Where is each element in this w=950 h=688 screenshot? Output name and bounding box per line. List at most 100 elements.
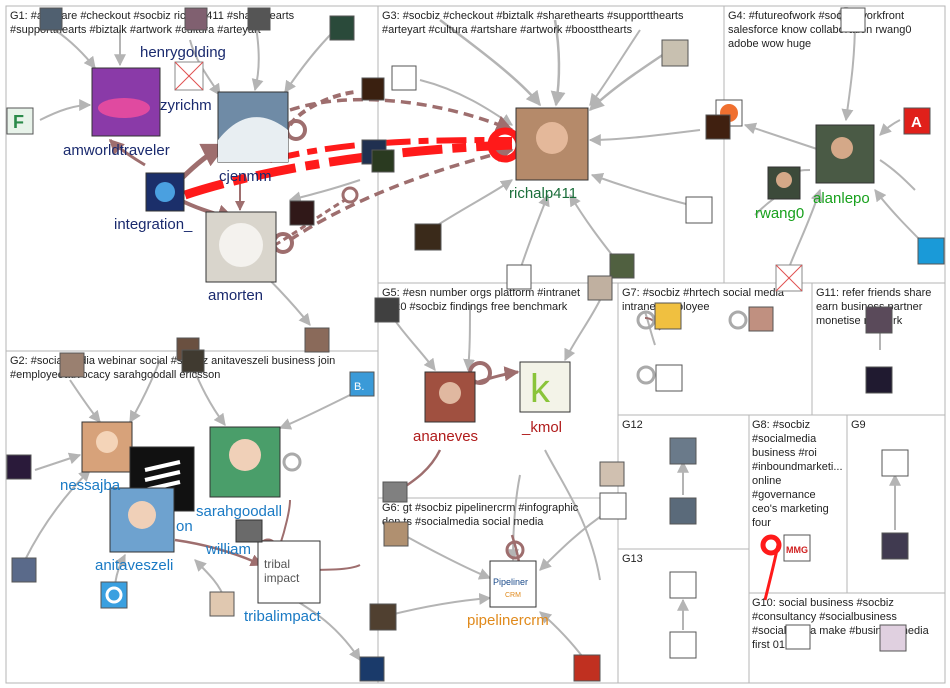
kmol-logo-text: k — [530, 367, 551, 411]
group-label-g5: #e20 #socbiz findings free benchmark — [382, 301, 568, 313]
pipelinercrm-logo — [489, 560, 537, 608]
group-label-g8: ceo's marketing — [752, 503, 829, 515]
node-thumb — [599, 492, 627, 520]
label-alanlepo: alanlepo — [813, 190, 870, 207]
group-label-g13: G13 — [622, 553, 643, 565]
label-pipelinercrm: pipelinercrm — [467, 612, 549, 629]
node-thumb — [587, 275, 613, 301]
group-label-g8: #socialmedia — [752, 433, 817, 445]
group-label-g4: G4: #futureofwork #socbiz workfront — [728, 10, 904, 22]
node-thumb — [785, 624, 811, 650]
node-thumb — [329, 15, 355, 41]
node-thumb — [382, 481, 408, 503]
node-thumb — [685, 196, 713, 224]
label-anitaveszeli: anitaveszeli — [95, 557, 173, 574]
group-label-g8: business #roi — [752, 447, 817, 459]
group-box-g10 — [748, 592, 946, 684]
group-label-g6: G6: gt #socbiz pipelinercrm #infographic — [382, 502, 579, 514]
node-thumb — [506, 264, 532, 290]
label-richalp411: richalp411 — [509, 185, 577, 202]
node-thumb — [247, 7, 271, 31]
node-thumb — [414, 223, 442, 251]
node-thumb — [100, 581, 128, 609]
label-amworldtraveler: amworldtraveler — [63, 142, 170, 159]
node-thumb — [391, 65, 417, 91]
group-label-g5: G5: #esn number orgs platform #intranet — [382, 287, 580, 299]
node-thumb — [383, 521, 409, 547]
node-thumb — [865, 366, 893, 394]
group-label-g7: G7: #socbiz #hrtech social media — [622, 287, 785, 299]
edges — [24, 19, 931, 661]
node-thumb — [705, 114, 731, 140]
node-thumb — [654, 302, 682, 330]
group-box-g5 — [377, 282, 619, 499]
label-ericsson: on — [176, 518, 193, 535]
group-label-g10: G10: social business #socbiz — [752, 597, 894, 609]
vertex-labels: henrygolding zyrichm amworldtraveler cje… — [60, 44, 870, 629]
node-thumb — [289, 200, 315, 226]
crm-logo-text: CRM — [505, 592, 521, 599]
node-thumb — [881, 449, 909, 477]
label-nessajba: nessajba — [60, 477, 121, 494]
node-thumb — [669, 437, 697, 465]
group-label-g8: #inboundmarketi... — [752, 461, 843, 473]
group-label-g9: G9 — [851, 419, 866, 431]
group-label-g8: four — [752, 517, 771, 529]
group-label-g1: G1: #artshare #checkout #socbiz richalp4… — [10, 10, 295, 22]
william-avatar — [235, 519, 263, 543]
group-label-g3: G3: #socbiz #checkout #biztalk #sharethe… — [382, 10, 684, 22]
group-label-g4: adobe wow huge — [728, 38, 811, 50]
group-box-g2 — [5, 350, 379, 684]
node-thumb — [881, 532, 909, 560]
impact-logo-text: impact — [264, 571, 300, 585]
adobe-logo — [903, 107, 931, 135]
group-label-g12: G12 — [622, 419, 643, 431]
label-amorten: amorten — [208, 287, 263, 304]
adobe-logo-text: A — [911, 114, 922, 131]
label-kmol: _kmol — [521, 419, 562, 436]
label-zyrichm: zyrichm — [160, 97, 212, 114]
node-thumb — [59, 352, 85, 378]
node-thumb — [599, 461, 625, 487]
label-rwang0: rwang0 — [755, 205, 804, 222]
node-thumb — [11, 557, 37, 583]
node-thumb — [181, 349, 205, 373]
node-thumb — [374, 297, 400, 323]
node-thumb — [6, 454, 32, 480]
node-thumb — [661, 39, 689, 67]
node-thumb — [879, 624, 907, 652]
b-badge-text: B. — [354, 381, 364, 393]
node-thumb — [184, 7, 208, 31]
group-label-g6: don ts #socialmedia social media — [382, 516, 544, 528]
node-thumb — [6, 107, 34, 135]
group-label-g11: G11: refer friends share — [816, 287, 931, 299]
group-label-g3: #arteyart #cultura #artshare #artwork #b… — [382, 24, 633, 36]
node-thumb — [669, 497, 697, 525]
node-thumb — [369, 603, 397, 631]
node-thumb — [359, 656, 385, 682]
label-tribalimpact: tribalimpact — [244, 608, 322, 625]
group-label-g4: salesforce know collaboration rwang0 — [728, 24, 911, 36]
label-sarahgoodall: sarahgoodall — [196, 503, 282, 520]
group-label-g8: G8: #socbiz — [752, 419, 810, 431]
group-label-g8: online — [752, 475, 781, 487]
small-thumbnails: F B. A — [6, 7, 945, 682]
node-thumb — [361, 77, 385, 101]
group-label-g10: #consultancy #socialbusiness — [752, 611, 897, 623]
mmg-logo — [783, 534, 811, 562]
node-thumb — [349, 371, 375, 397]
label-ananeves: ananeves — [413, 428, 478, 445]
label-william: william — [205, 541, 251, 558]
node-thumb — [669, 571, 697, 599]
mmg-logo-text: MMG — [786, 545, 808, 555]
node-thumb — [655, 364, 683, 392]
group-label-g8: #governance — [752, 489, 816, 501]
pipeliner-logo-text: Pipeliner — [493, 577, 528, 587]
tribalimpact-logo — [257, 540, 321, 604]
node-thumb — [840, 7, 866, 33]
node-thumb — [865, 306, 893, 334]
node-thumb — [748, 306, 774, 332]
big-thumbnails: k tribal impact Pipeliner CRM — [81, 67, 875, 608]
node-thumb — [609, 253, 635, 279]
